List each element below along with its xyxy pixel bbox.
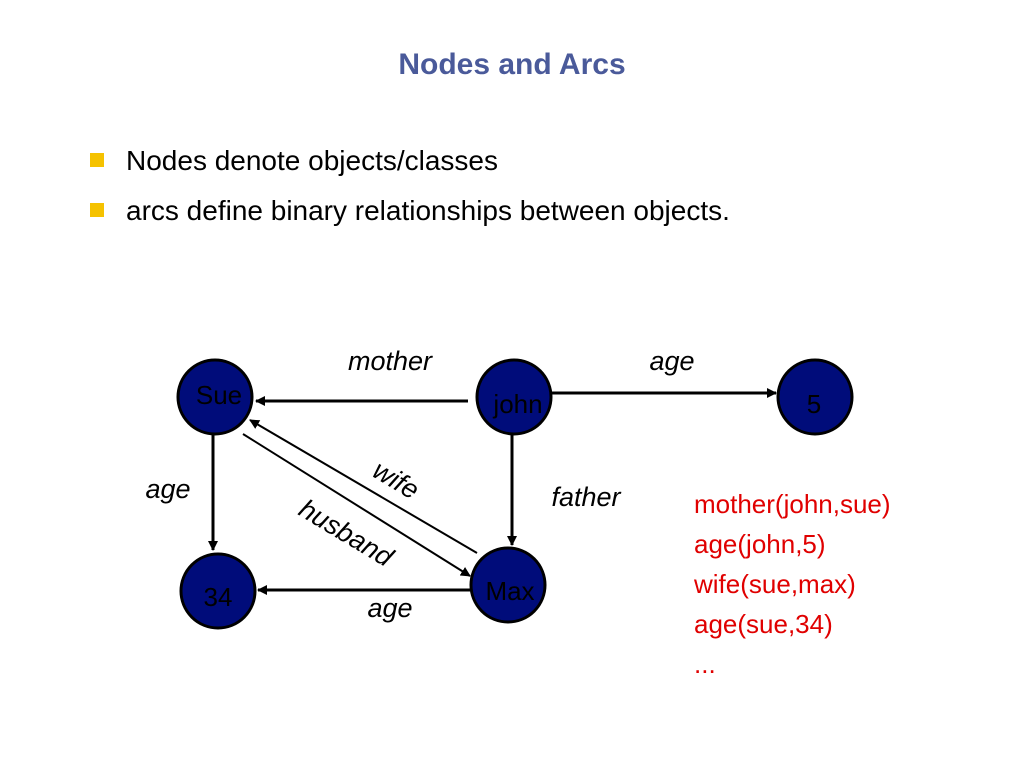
node-max-label: Max (485, 576, 534, 606)
fact-list: mother(john,sue) age(john,5) wife(sue,ma… (694, 484, 891, 684)
edge-wife (249, 419, 478, 554)
edge-label-age-sue: age (145, 474, 190, 504)
edge-label-wife: wife (368, 455, 425, 505)
fact-item: age(sue,34) (694, 609, 833, 639)
fact-item: wife(sue,max) (694, 569, 856, 599)
edge-label-father: father (551, 482, 621, 512)
bullet-square-icon (90, 203, 104, 217)
node-john-label: john (492, 389, 542, 419)
node-five: 5 (776, 358, 854, 436)
node-five-label: 5 (807, 389, 821, 419)
edge-label-age-john: age (649, 346, 694, 376)
edge-husband (242, 433, 471, 577)
node-sue-label: Sue (196, 380, 242, 410)
slide-title: Nodes and Arcs (398, 48, 626, 81)
bullet-item: arcs define binary relationships between… (90, 186, 730, 236)
fact-item: mother(john,sue) (694, 489, 891, 519)
edge-label-husband: husband (294, 493, 399, 573)
node-sue: Sue (176, 358, 254, 436)
node-john: john (475, 358, 553, 436)
bullet-item: Nodes denote objects/classes (90, 136, 730, 186)
node-max: Max (469, 546, 547, 624)
fact-item: age(john,5) (694, 529, 826, 559)
node-thirtyfour: 34 (179, 552, 257, 630)
edge-label-age-max: age (367, 593, 412, 623)
bullet-square-icon (90, 153, 104, 167)
edge-label-mother: mother (348, 346, 433, 376)
node-thirtyfour-label: 34 (204, 582, 233, 612)
bullet-list: Nodes denote objects/classes arcs define… (90, 136, 730, 236)
bullet-text: arcs define binary relationships between… (126, 195, 730, 226)
bullet-text: Nodes denote objects/classes (126, 145, 498, 176)
fact-item: ... (694, 649, 716, 679)
